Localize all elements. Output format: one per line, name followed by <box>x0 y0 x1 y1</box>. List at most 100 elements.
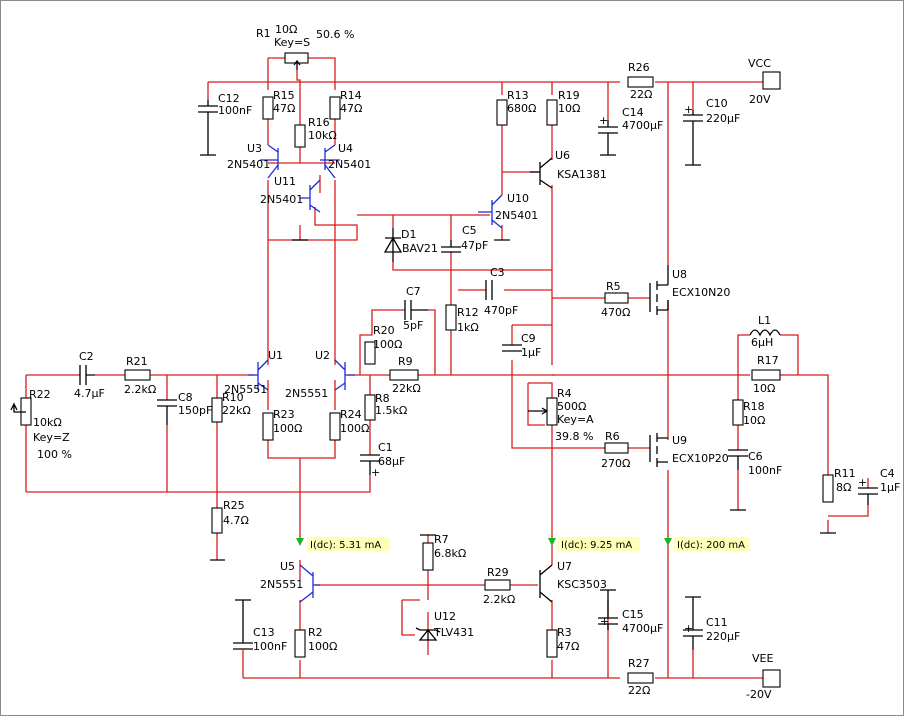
svg-text:R12: R12 <box>457 306 479 319</box>
resistor-r11-body <box>822 474 834 503</box>
resistor-r7-body <box>422 542 434 571</box>
svg-text:ECX10N20: ECX10N20 <box>672 286 730 299</box>
svg-text:C4: C4 <box>880 467 895 480</box>
svg-text:39.8 %: 39.8 % <box>555 430 593 443</box>
svg-text:U9: U9 <box>672 434 687 447</box>
svg-text:68µF: 68µF <box>378 455 405 468</box>
svg-text:R9: R9 <box>398 355 413 368</box>
svg-text:R2: R2 <box>308 626 323 639</box>
vee-terminal <box>762 669 781 688</box>
svg-text:8Ω: 8Ω <box>836 481 851 494</box>
svg-text:1kΩ: 1kΩ <box>457 321 479 334</box>
svg-text:R19: R19 <box>558 89 580 102</box>
svg-text:VEE: VEE <box>752 652 773 665</box>
resistor-r3-body <box>546 629 558 658</box>
svg-text:Key=A: Key=A <box>557 413 594 426</box>
svg-text:U3: U3 <box>247 142 262 155</box>
svg-text:50.6 %: 50.6 % <box>316 28 354 41</box>
svg-text:R24: R24 <box>340 408 362 421</box>
svg-text:22Ω: 22Ω <box>628 684 650 697</box>
svg-text:47Ω: 47Ω <box>340 102 362 115</box>
svg-text:ECX10P20: ECX10P20 <box>672 452 729 465</box>
svg-text:U8: U8 <box>672 268 687 281</box>
svg-text:2N5551: 2N5551 <box>224 383 267 396</box>
svg-text:U2: U2 <box>315 349 330 362</box>
svg-text:+: + <box>684 622 693 635</box>
svg-text:C10: C10 <box>706 97 728 110</box>
svg-text:KSC3503: KSC3503 <box>557 578 607 591</box>
svg-text:470Ω: 470Ω <box>601 306 630 319</box>
svg-text:100Ω: 100Ω <box>308 640 337 653</box>
svg-text:+: + <box>599 114 608 127</box>
svg-text:L1: L1 <box>758 314 771 327</box>
svg-text:+: + <box>600 615 609 628</box>
svg-text:5pF: 5pF <box>403 319 423 332</box>
svg-text:C7: C7 <box>406 285 421 298</box>
svg-text:+: + <box>371 466 380 479</box>
svg-text:1.5kΩ: 1.5kΩ <box>375 404 407 417</box>
svg-text:R29: R29 <box>487 566 509 579</box>
resistor-r15-body <box>262 96 274 120</box>
svg-text:2N5401: 2N5401 <box>260 193 303 206</box>
resistor-r18-body <box>732 399 744 426</box>
probe-u5[interactable]: I(dc): 5.31 mA <box>296 537 389 551</box>
resistor-r2-body <box>294 629 306 658</box>
resistor-r9-body <box>389 369 419 381</box>
svg-text:BAV21: BAV21 <box>402 242 438 255</box>
svg-text:Key=S: Key=S <box>274 36 310 49</box>
resistor-r24-body <box>329 412 341 441</box>
vcc-terminal <box>762 71 781 90</box>
svg-text:4700µF: 4700µF <box>622 622 663 635</box>
svg-text:I(dc): 9.25 mA: I(dc): 9.25 mA <box>561 540 632 551</box>
svg-text:22Ω: 22Ω <box>630 88 652 101</box>
svg-text:2N5401: 2N5401 <box>495 209 538 222</box>
svg-text:U1: U1 <box>268 349 283 362</box>
svg-text:I(dc): 200 mA: I(dc): 200 mA <box>677 540 745 551</box>
svg-text:C12: C12 <box>218 92 240 105</box>
svg-text:C11: C11 <box>706 616 728 629</box>
capacitors: + + + + + + <box>79 100 878 650</box>
svg-text:10Ω: 10Ω <box>558 102 580 115</box>
resistor-r16-body <box>294 124 306 148</box>
svg-text:22kΩ: 22kΩ <box>222 404 251 417</box>
svg-text:U10: U10 <box>507 192 529 205</box>
svg-text:2.2kΩ: 2.2kΩ <box>124 383 156 396</box>
probe-u7[interactable]: I(dc): 9.25 mA <box>548 537 640 551</box>
svg-text:100nF: 100nF <box>218 104 252 117</box>
svg-text:R23: R23 <box>273 408 295 421</box>
probe-output[interactable]: I(dc): 200 mA <box>664 537 750 551</box>
transistors <box>248 144 553 603</box>
resistor-r8-body <box>364 394 376 421</box>
diodes <box>383 228 441 641</box>
resistor-r5-body <box>604 292 629 304</box>
resistor-r14-body <box>329 96 341 120</box>
svg-text:R27: R27 <box>628 657 650 670</box>
resistor-r29-body <box>484 579 511 591</box>
svg-text:47Ω: 47Ω <box>273 102 295 115</box>
svg-text:R20: R20 <box>373 324 395 337</box>
svg-text:100Ω: 100Ω <box>373 338 402 351</box>
grounds <box>210 71 836 688</box>
svg-text:100nF: 100nF <box>253 640 287 653</box>
svg-text:2N5551: 2N5551 <box>285 387 328 400</box>
svg-text:220µF: 220µF <box>706 630 740 643</box>
svg-text:R5: R5 <box>606 280 621 293</box>
resistor-r10-body <box>211 397 223 423</box>
svg-text:6.8kΩ: 6.8kΩ <box>434 547 466 560</box>
svg-text:C8: C8 <box>178 391 193 404</box>
svg-text:C1: C1 <box>378 441 393 454</box>
svg-text:20V: 20V <box>749 93 771 106</box>
svg-text:R26: R26 <box>628 61 650 74</box>
svg-text:6µH: 6µH <box>751 336 773 349</box>
svg-text:470pF: 470pF <box>484 304 518 317</box>
svg-text:R15: R15 <box>273 89 295 102</box>
mosfets <box>649 265 669 467</box>
svg-text:U11: U11 <box>274 175 296 188</box>
component-labels: R1 10Ω Key=S 50.6 % C12 100nF R15 47Ω R1… <box>29 23 900 701</box>
svg-text:1µF: 1µF <box>880 481 900 494</box>
svg-text:C3: C3 <box>490 266 505 279</box>
svg-text:-20V: -20V <box>746 688 772 701</box>
svg-text:C6: C6 <box>748 450 763 463</box>
